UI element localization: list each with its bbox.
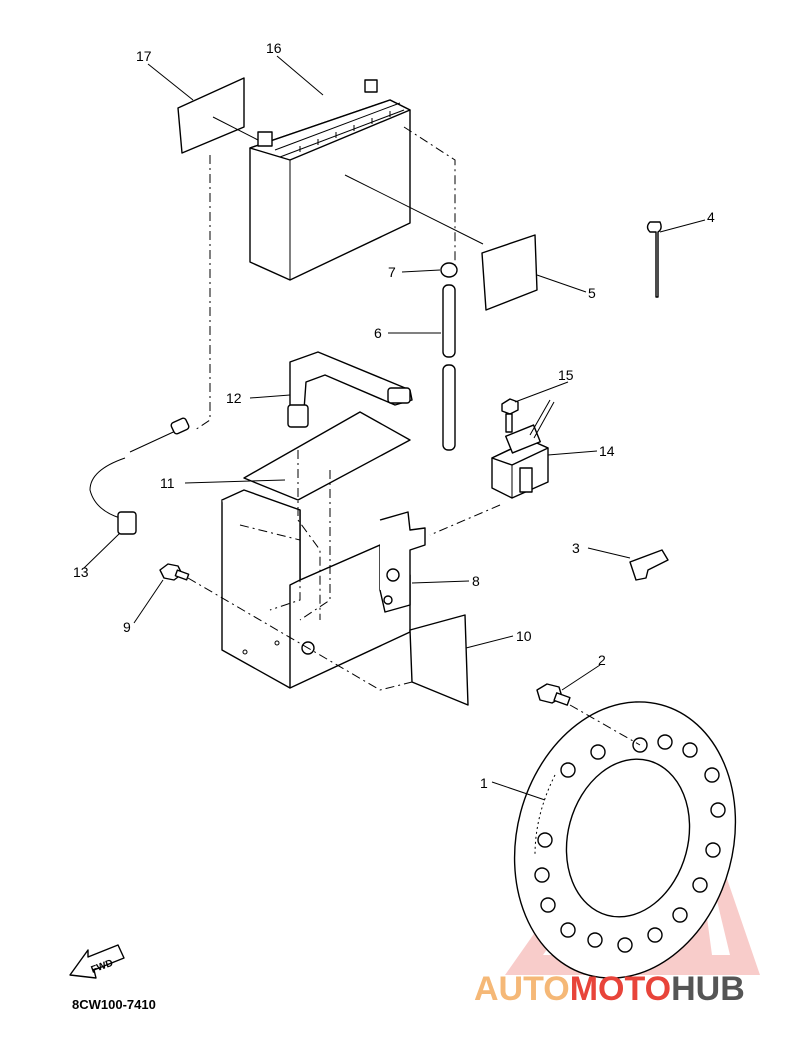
part-number-1: 1: [480, 775, 488, 791]
rubber-plate: [243, 411, 411, 501]
negative-lead: [89, 417, 190, 535]
case-cover: [409, 614, 469, 706]
wire-clip: [629, 549, 669, 581]
part-number-8: 8: [472, 573, 480, 589]
mount-bolt: [159, 563, 190, 581]
diagram-code: 8CW100-7410: [72, 997, 156, 1012]
battery-case: [221, 489, 426, 689]
relay-bolt: [501, 398, 519, 433]
breather-hose: [442, 284, 456, 451]
part-number-5: 5: [588, 285, 596, 301]
watermark-text: AUTOMOTOHUB: [474, 970, 745, 1008]
watermark-moto: MOTO: [570, 970, 671, 1008]
part-number-7: 7: [388, 264, 396, 280]
disc-bolt: [536, 683, 571, 706]
part-number-9: 9: [123, 619, 131, 635]
part-labels: 17 16 4 5 7 6 12 15 14 11 3 13 8 9 10 2 …: [73, 40, 715, 791]
battery: [249, 79, 484, 281]
watermark-hub: HUB: [671, 970, 745, 1008]
part-number-15: 15: [558, 367, 574, 383]
label-sheet: [177, 77, 259, 154]
assembly-lines: [187, 126, 641, 746]
leader-lines: [83, 55, 706, 801]
battery-pad: [481, 234, 538, 311]
part-number-13: 13: [73, 564, 89, 580]
part-number-4: 4: [707, 209, 715, 225]
part-number-16: 16: [266, 40, 282, 56]
part-number-17: 17: [136, 48, 152, 64]
part-number-3: 3: [572, 540, 580, 556]
part-number-11: 11: [160, 475, 175, 491]
part-number-6: 6: [374, 325, 382, 341]
starter-relay: [491, 399, 555, 499]
forward-arrow: FWD: [69, 944, 125, 979]
brake-disc: [513, 701, 737, 979]
battery-band: [287, 351, 413, 428]
part-number-10: 10: [516, 628, 532, 644]
watermark-auto: AUTO: [474, 970, 570, 1008]
part-number-12: 12: [226, 390, 242, 406]
part-number-14: 14: [599, 443, 615, 459]
part-number-2: 2: [598, 652, 606, 668]
wire-pin: [646, 221, 662, 298]
hose-clamp: [440, 262, 458, 278]
